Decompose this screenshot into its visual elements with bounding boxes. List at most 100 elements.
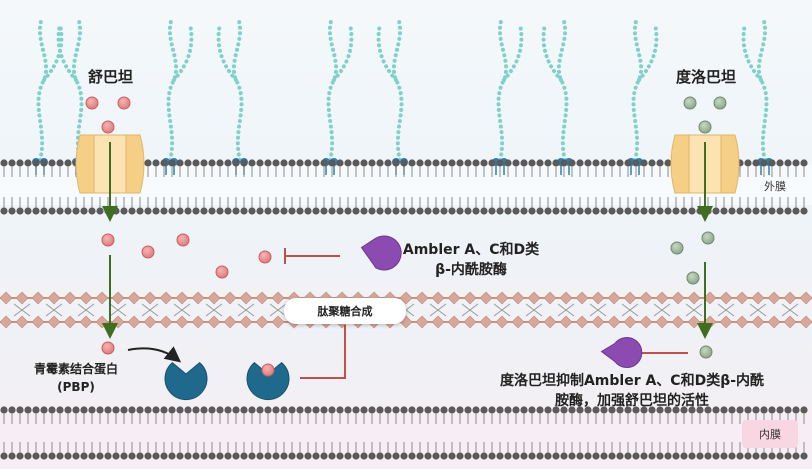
inner-lipid-head — [32, 406, 40, 414]
outer-lipid-head — [304, 159, 312, 167]
pg-unit — [511, 315, 525, 329]
outer-lipid-head — [0, 159, 8, 167]
inner-lipid-head — [216, 452, 224, 460]
outer-lipid-head — [696, 207, 704, 215]
lps-branch — [502, 22, 524, 82]
outer-lipid-head — [16, 207, 24, 215]
pg-unit — [431, 291, 445, 305]
outer-lipid-head — [384, 207, 392, 215]
outer-lipid-head — [576, 159, 584, 167]
inner-lipid-head — [712, 452, 720, 460]
inner-lipid-head — [72, 452, 80, 460]
inner-lipid-head — [304, 406, 312, 414]
inner-lipid-head — [376, 452, 384, 460]
inner-lipid-head — [528, 406, 536, 414]
pg-unit — [415, 315, 429, 329]
pg-unit — [655, 315, 669, 329]
outer-lipid-head — [760, 159, 768, 167]
outer-lipid-head — [544, 207, 552, 215]
inner-lipid-head — [312, 452, 320, 460]
outer-lipid-head — [392, 159, 400, 167]
outer-lipid-head — [168, 207, 176, 215]
inner-lipid-head — [360, 406, 368, 414]
outer-lipid-head — [8, 207, 16, 215]
inner-lipid-head — [760, 452, 768, 460]
outer-lipid-head — [320, 207, 328, 215]
outer-lipid-head — [144, 159, 152, 167]
outer-lipid-head — [432, 159, 440, 167]
inner-lipid-head — [656, 452, 664, 460]
inner-lipid-head — [184, 452, 192, 460]
outer-lipid-head — [464, 159, 472, 167]
pg-unit — [559, 315, 573, 329]
pg-unit — [79, 315, 93, 329]
pg-unit — [623, 291, 637, 305]
inner-lipid-head — [624, 452, 632, 460]
pg-unit — [575, 291, 589, 305]
outer-lipid-head — [440, 159, 448, 167]
pg-unit — [111, 315, 125, 329]
sulbactam-molecule — [258, 250, 272, 264]
outer-lipid-head — [256, 159, 264, 167]
outer-lipid-head — [608, 207, 616, 215]
inner-lipid-head — [784, 452, 792, 460]
inner-lipid-head — [560, 452, 568, 460]
outer-lipid-head — [616, 207, 624, 215]
pg-unit — [479, 315, 493, 329]
pbp-label: 青霉素结合蛋白 (PBP) — [20, 360, 132, 396]
outer-lipid-head — [288, 207, 296, 215]
pg-unit — [47, 291, 61, 305]
inner-lipid-head — [0, 452, 8, 460]
pg-unit — [447, 291, 461, 305]
inner-lipid-head — [368, 406, 376, 414]
lps-chain — [326, 16, 339, 162]
pg-unit — [527, 291, 541, 305]
outer-lipid-head — [400, 207, 408, 215]
pg-unit — [79, 291, 93, 305]
inner-lipid-head — [800, 406, 808, 414]
inner-lipid-head — [296, 406, 304, 414]
pg-unit — [15, 315, 29, 329]
pg-unit — [799, 315, 812, 329]
inner-lipid-head — [608, 452, 616, 460]
inner-lipid-head — [584, 406, 592, 414]
pg-unit — [223, 291, 237, 305]
outer-lipid-head — [160, 159, 168, 167]
inner-lipid-head — [96, 452, 104, 460]
outer-lipid-head — [344, 207, 352, 215]
inner-lipid-head — [480, 406, 488, 414]
inner-lipid-head — [720, 452, 728, 460]
inner-lipid-head — [648, 406, 656, 414]
outer-lipid-head — [496, 207, 504, 215]
pg-unit — [191, 291, 205, 305]
inner-lipid-head — [616, 452, 624, 460]
pg-unit — [495, 315, 509, 329]
pbp-label-line2: (PBP) — [57, 380, 95, 394]
inner-lipid-head — [696, 406, 704, 414]
beta-lactamase-label-line2: β-内酰胺酶 — [435, 262, 507, 278]
inner-lipid-head — [504, 406, 512, 414]
outer-lipid-head — [368, 207, 376, 215]
inner-lipid-head — [440, 406, 448, 414]
inner-lipid-head — [360, 452, 368, 460]
pg-unit — [431, 315, 445, 329]
inner-lipid-head — [736, 406, 744, 414]
inner-lipid-head — [672, 406, 680, 414]
outer-lipid-head — [736, 207, 744, 215]
pbp-label-line1: 青霉素结合蛋白 — [33, 362, 118, 376]
outer-lipid-head — [480, 159, 488, 167]
inner-lipid-head — [64, 452, 72, 460]
outer-lipid-head — [520, 159, 528, 167]
inner-lipid-head — [616, 406, 624, 414]
inner-lipid-head — [400, 452, 408, 460]
pg-unit — [255, 291, 269, 305]
outer-lipid-head — [504, 159, 512, 167]
inner-lipid-head — [544, 452, 552, 460]
inner-lipid-head — [576, 452, 584, 460]
pg-unit — [719, 291, 733, 305]
durlobactam-molecule — [683, 96, 697, 110]
pg-unit — [399, 291, 413, 305]
beta-lactamase-label-line1: Ambler A、C和D类 — [402, 242, 540, 258]
outer-lipid-head — [632, 159, 640, 167]
inner-lipid-head — [656, 406, 664, 414]
